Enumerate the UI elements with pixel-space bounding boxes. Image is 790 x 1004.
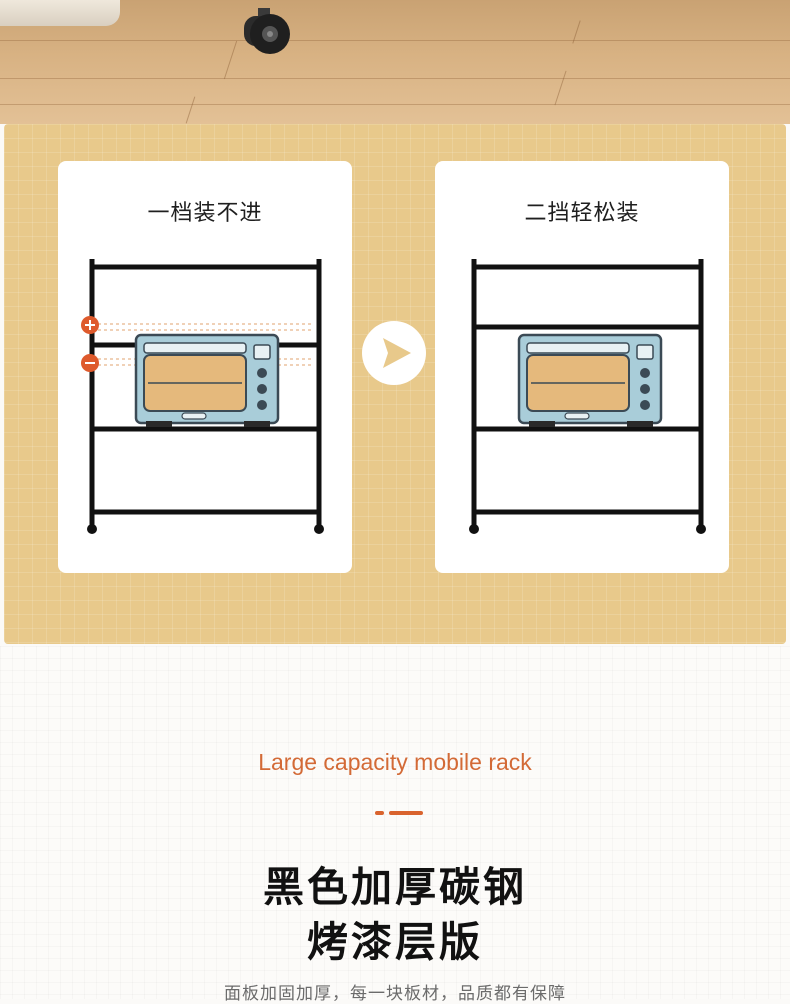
oven-icon bbox=[134, 333, 280, 427]
floor-seam bbox=[185, 96, 196, 124]
plus-icon bbox=[81, 316, 99, 334]
section-subtitle: Large capacity mobile rack bbox=[258, 749, 532, 775]
arrow-right-icon bbox=[362, 321, 426, 385]
floor-photo bbox=[0, 0, 790, 124]
floor-plank-line bbox=[0, 104, 790, 105]
divider-dot bbox=[375, 811, 384, 815]
divider-bar bbox=[389, 811, 423, 815]
floor-seam bbox=[554, 70, 567, 106]
rack-diagram-single bbox=[81, 259, 324, 534]
comparison-card-single-tier: 一档装不进 bbox=[58, 161, 352, 573]
section-headline: 烤漆层版 bbox=[307, 918, 483, 966]
comparison-card-double-tier: 二挡轻松装 bbox=[435, 161, 729, 573]
rack-diagram-double bbox=[469, 259, 706, 534]
section-description: 面板加固加厚，每一块板材，品质都有保障 bbox=[224, 984, 566, 1004]
floor-plank-line bbox=[0, 40, 790, 41]
section-headline: 黑色加厚碳钢 bbox=[263, 863, 527, 911]
minus-icon bbox=[81, 354, 99, 372]
caster-wheel-icon bbox=[244, 8, 290, 54]
card-title: 一档装不进 bbox=[147, 201, 263, 226]
comparison-panel: 一档装不进 bbox=[4, 124, 786, 644]
cart-base bbox=[0, 0, 120, 26]
floor-plank-line bbox=[0, 78, 790, 79]
oven-icon bbox=[517, 333, 663, 427]
feature-section: Large capacity mobile rack 黑色加厚碳钢 烤漆层版 面… bbox=[0, 646, 790, 1004]
card-title: 二挡轻松装 bbox=[524, 201, 640, 226]
floor-seam bbox=[223, 40, 238, 80]
